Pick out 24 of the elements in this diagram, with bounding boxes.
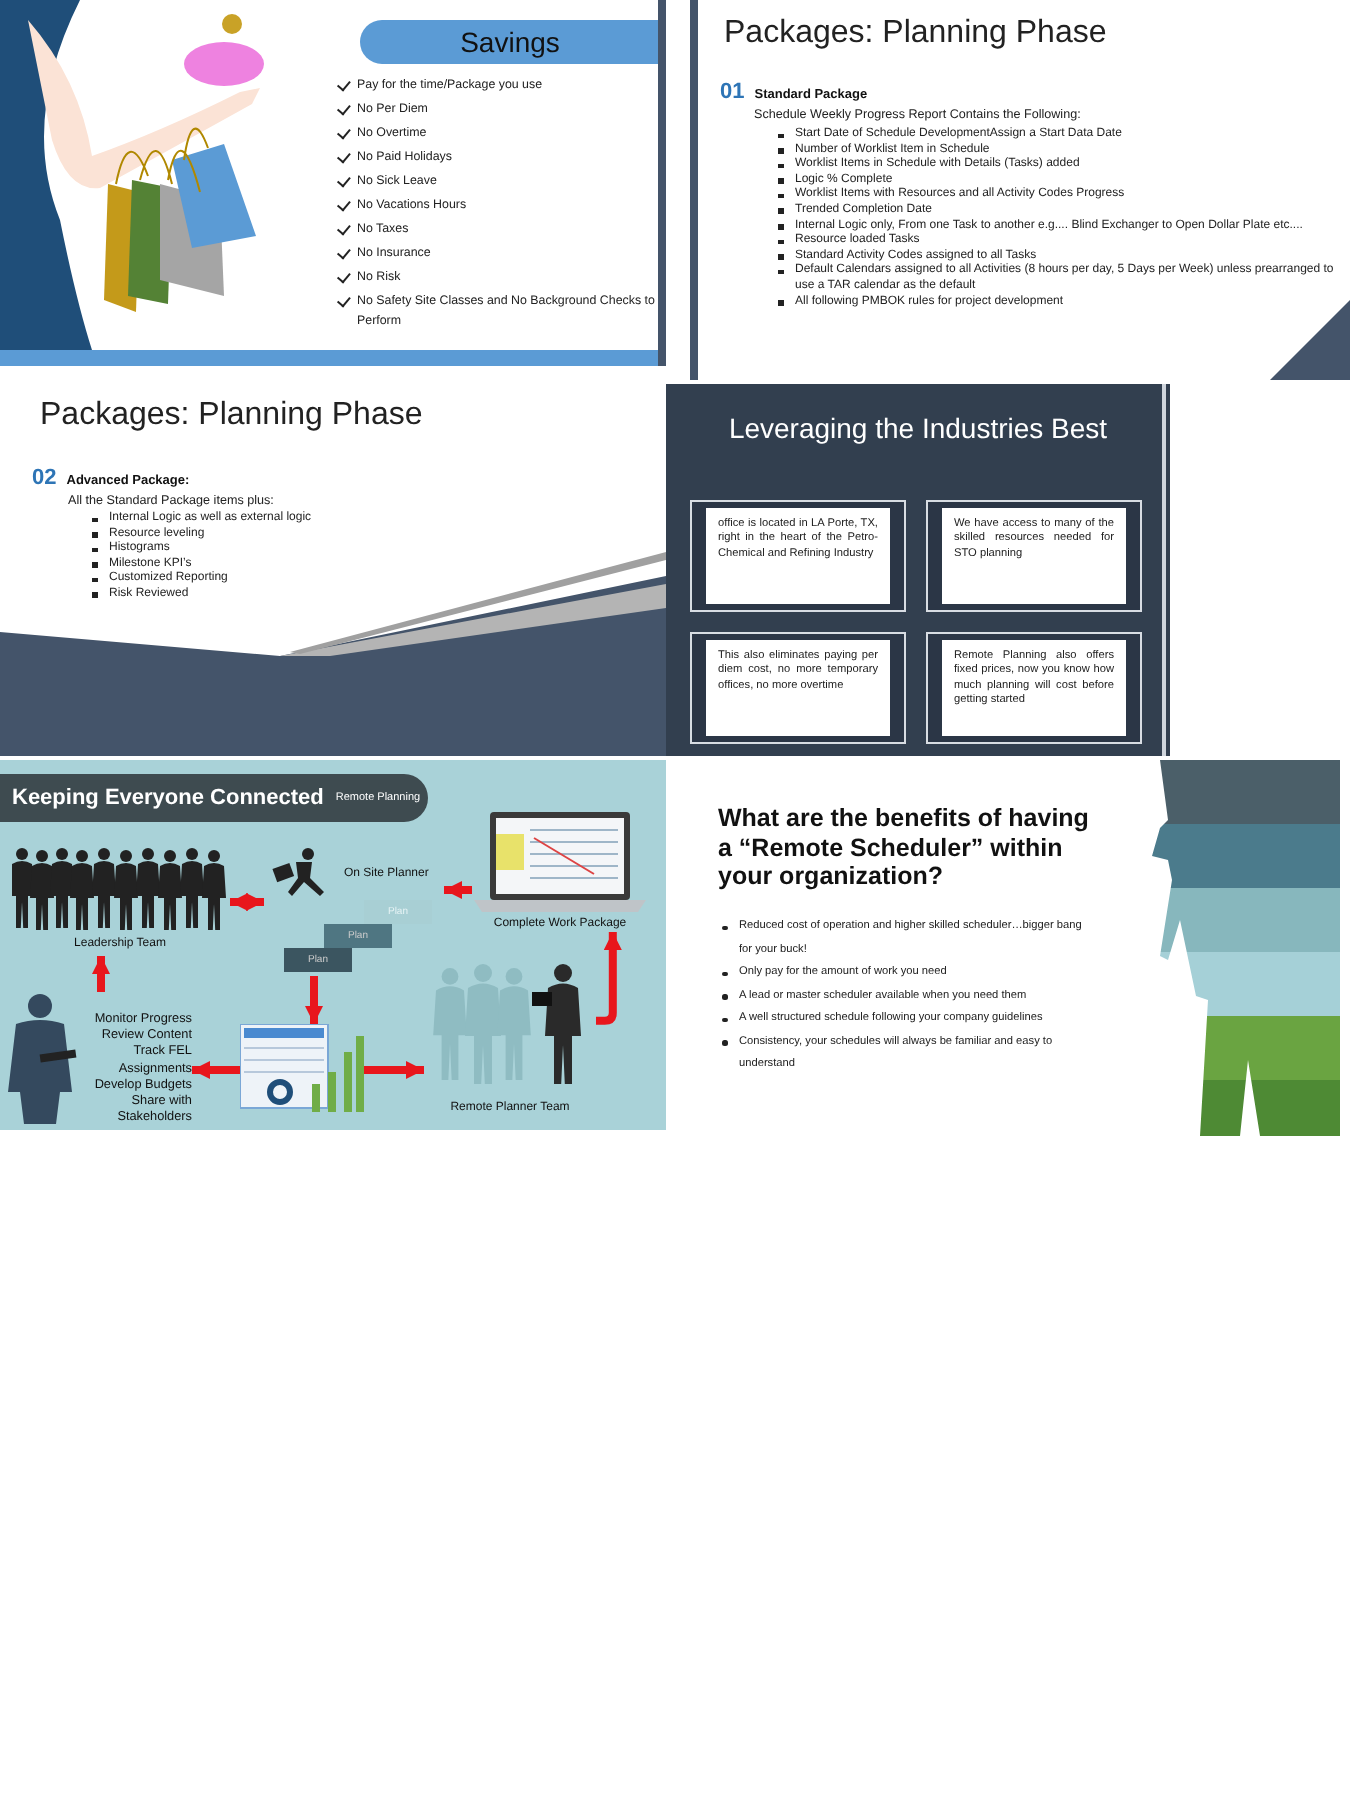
text-card (690, 632, 906, 744)
slide-title: What are the benefits of having a “Remote Scheduler” within your organization? (718, 804, 1091, 891)
slide-title: Leveraging the Industries Best (726, 412, 1110, 444)
slide-panel (0, 760, 666, 1130)
arrow (305, 976, 323, 1024)
slide-title: Keeping Everyone Connected (12, 786, 324, 810)
slide-title: Packages: Planning Phase (724, 16, 1107, 52)
arrow (192, 1061, 240, 1079)
arrow (596, 932, 622, 1025)
text-card (926, 500, 1142, 612)
arrow (230, 893, 264, 911)
slide-title: Packages: Planning Phase (40, 398, 423, 434)
text-card (690, 500, 906, 612)
arrow (364, 1061, 424, 1079)
slide-panel (666, 384, 1170, 756)
dashboard-screen-drawing (240, 1024, 364, 1116)
section-number: 01 (720, 80, 745, 104)
slide-panel (0, 0, 666, 366)
slide-panel (690, 0, 1350, 380)
text-card (926, 632, 1142, 744)
slide-title: Savings (360, 20, 660, 64)
section-number: 02 (32, 466, 57, 490)
arrow (92, 956, 110, 992)
arrow (444, 881, 472, 899)
